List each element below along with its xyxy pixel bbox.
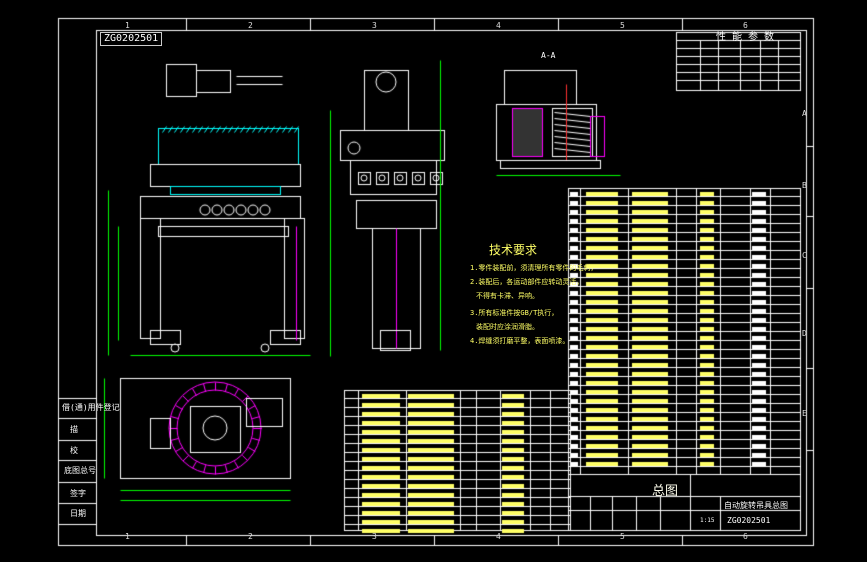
grid-top-1: 1 — [125, 21, 130, 30]
grid-bottom-5: 5 — [620, 532, 625, 541]
side-panel-sign: 签字 — [70, 489, 86, 498]
grid-top-2: 2 — [248, 21, 253, 30]
title-block-scale: 1:15 — [700, 517, 715, 524]
tech-note-1: 1.零件装配前，须清理所有零件的毛刺， — [470, 264, 598, 272]
side-panel-base: 底图总号 — [64, 466, 96, 475]
drawing-number-stamp: ZG0202501 — [100, 32, 163, 46]
side-panel-desc: 描 — [70, 425, 78, 434]
tech-note-3: 不得有卡滞、异响。 — [476, 292, 539, 300]
grid-side-e: E — [802, 409, 807, 418]
tech-note-2: 2.装配后，各运动部件应转动灵活， — [470, 278, 584, 286]
grid-top-4: 4 — [496, 21, 501, 30]
grid-top-5: 5 — [620, 21, 625, 30]
grid-bottom-1: 1 — [125, 532, 130, 541]
tech-note-5: 装配时应涂润滑脂。 — [476, 323, 539, 331]
grid-bottom-4: 4 — [496, 532, 501, 541]
grid-top-6: 6 — [743, 21, 748, 30]
tech-note-6: 4.焊缝须打磨平整，表面喷漆。 — [470, 337, 570, 345]
grid-bottom-3: 3 — [372, 532, 377, 541]
grid-bottom-6: 6 — [743, 532, 748, 541]
tech-requirements-title: 技术要求 — [489, 243, 538, 257]
grid-top-3: 3 — [372, 21, 377, 30]
grid-side-b: B — [802, 181, 807, 190]
section-label: A-A — [541, 51, 556, 60]
params-title: 性 能 参 数 — [716, 32, 775, 43]
side-panel-date: 日期 — [70, 509, 86, 518]
side-panel-reg: 借(通)用件登记 — [62, 403, 120, 412]
grid-bottom-2: 2 — [248, 532, 253, 541]
side-panel-check: 校 — [70, 446, 78, 455]
grid-side-a: A — [802, 109, 807, 118]
grid-side-c: C — [802, 251, 807, 260]
title-block-main: 总图 — [652, 484, 679, 499]
tech-note-4: 3.所有标准件按GB/T执行， — [470, 309, 559, 317]
title-block-code: ZG0202501 — [727, 516, 771, 525]
title-block-product: 自动旋转吊具总图 — [724, 501, 788, 510]
grid-side-d: D — [802, 329, 807, 338]
